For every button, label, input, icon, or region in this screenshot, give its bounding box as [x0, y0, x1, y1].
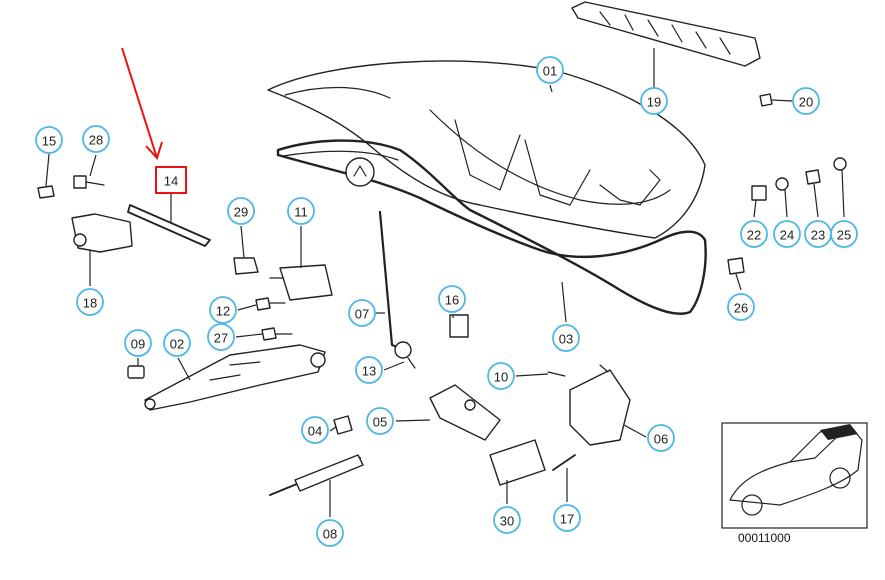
callout-number: 27 — [214, 331, 228, 346]
callout-number: 29 — [234, 205, 248, 220]
callout-number: 30 — [500, 514, 514, 529]
callout-26[interactable]: 26 — [727, 293, 755, 321]
callout-number: 24 — [780, 228, 794, 243]
callout-02[interactable]: 02 — [163, 329, 191, 357]
callout-30[interactable]: 30 — [493, 506, 521, 534]
callout-number: 06 — [654, 432, 668, 447]
callout-number: 16 — [445, 293, 459, 308]
callout-14[interactable]: 14 — [155, 166, 187, 194]
callout-ring — [552, 324, 580, 352]
callout-15[interactable]: 15 — [35, 126, 63, 154]
callout-22[interactable]: 22 — [740, 220, 768, 248]
callout-number: 02 — [170, 337, 184, 352]
callout-04[interactable]: 04 — [301, 416, 329, 444]
callout-07[interactable]: 07 — [348, 299, 376, 327]
callout-ring — [740, 220, 768, 248]
callout-ring — [536, 56, 564, 84]
callout-number: 20 — [799, 95, 813, 110]
callout-05[interactable]: 05 — [366, 407, 394, 435]
callout-ring — [82, 125, 110, 153]
callout-28[interactable]: 28 — [82, 125, 110, 153]
callout-number: 10 — [494, 370, 508, 385]
callout-ring — [773, 220, 801, 248]
hardware-drawings — [37, 93, 847, 496]
callout-12[interactable]: 12 — [209, 296, 237, 324]
callout-number: 19 — [647, 95, 661, 110]
callout-ring — [438, 285, 466, 313]
callout-number: 22 — [747, 228, 761, 243]
callout-23[interactable]: 23 — [804, 220, 832, 248]
callout-ring — [640, 87, 668, 115]
callout-19[interactable]: 19 — [640, 87, 668, 115]
callout-number: 17 — [560, 512, 574, 527]
callout-number: 08 — [323, 527, 337, 542]
callout-number: 04 — [308, 424, 322, 439]
highlight-arrow — [121, 47, 163, 160]
callout-20[interactable]: 20 — [792, 87, 820, 115]
callout-ring — [348, 299, 376, 327]
callout-11[interactable]: 11 — [287, 197, 315, 225]
leader-lines — [45, 48, 845, 517]
callout-ring — [76, 288, 104, 316]
callout-25[interactable]: 25 — [830, 220, 858, 248]
trunk-seal-drawing — [276, 139, 707, 315]
callout-ring — [301, 416, 329, 444]
callout-ring — [316, 519, 344, 547]
drawing-number: 00011000 — [738, 531, 791, 545]
callout-ring — [287, 197, 315, 225]
callout-number: 09 — [131, 337, 145, 352]
callout-ring — [155, 166, 187, 194]
callout-number: 26 — [734, 301, 748, 316]
callout-ring — [124, 329, 152, 357]
callout-18[interactable]: 18 — [76, 288, 104, 316]
callout-ring — [209, 296, 237, 324]
trunk-lid-drawing — [267, 60, 706, 239]
callout-number: 28 — [89, 133, 103, 148]
callout-ring — [727, 293, 755, 321]
callout-ring — [493, 506, 521, 534]
callout-number: 05 — [373, 415, 387, 430]
callout-number: 15 — [42, 134, 56, 149]
callout-03[interactable]: 03 — [552, 324, 580, 352]
callout-ring — [163, 329, 191, 357]
callout-number: 23 — [811, 228, 825, 243]
callout-ring — [830, 220, 858, 248]
callout-29[interactable]: 29 — [227, 197, 255, 225]
callout-number: 11 — [294, 205, 308, 220]
callout-number: 12 — [216, 304, 230, 319]
callout-13[interactable]: 13 — [355, 356, 383, 384]
callout-16[interactable]: 16 — [438, 285, 466, 313]
callout-ring — [35, 126, 63, 154]
callout-10[interactable]: 10 — [487, 362, 515, 390]
callout-ring — [227, 197, 255, 225]
callout-number: 18 — [83, 296, 97, 311]
callout-08[interactable]: 08 — [316, 519, 344, 547]
inset-car-thumbnail: 00011000 — [721, 422, 868, 545]
callout-ring — [792, 87, 820, 115]
callout-24[interactable]: 24 — [773, 220, 801, 248]
callout-number: 07 — [355, 307, 369, 322]
callout-number: 03 — [559, 332, 573, 347]
callout-09[interactable]: 09 — [124, 329, 152, 357]
callout-ring — [487, 362, 515, 390]
callout-27[interactable]: 27 — [207, 323, 235, 351]
callout-01[interactable]: 01 — [536, 56, 564, 84]
callout-06[interactable]: 06 — [647, 424, 675, 452]
callout-number: 14 — [164, 174, 178, 189]
callout-ring — [355, 356, 383, 384]
callout-number: 01 — [543, 64, 557, 79]
callout-ring — [647, 424, 675, 452]
callout-layer: 01 02 03 04 05 06 07 08 09 10 11 12 13 14 15 16 17 18 19 20… — [35, 56, 858, 547]
callout-number: 25 — [837, 228, 851, 243]
callout-number: 13 — [362, 364, 376, 379]
callout-17[interactable]: 17 — [553, 504, 581, 532]
callout-ring — [553, 504, 581, 532]
callout-ring — [207, 323, 235, 351]
callout-ring — [366, 407, 394, 435]
brake-light-drawing — [571, 1, 761, 67]
